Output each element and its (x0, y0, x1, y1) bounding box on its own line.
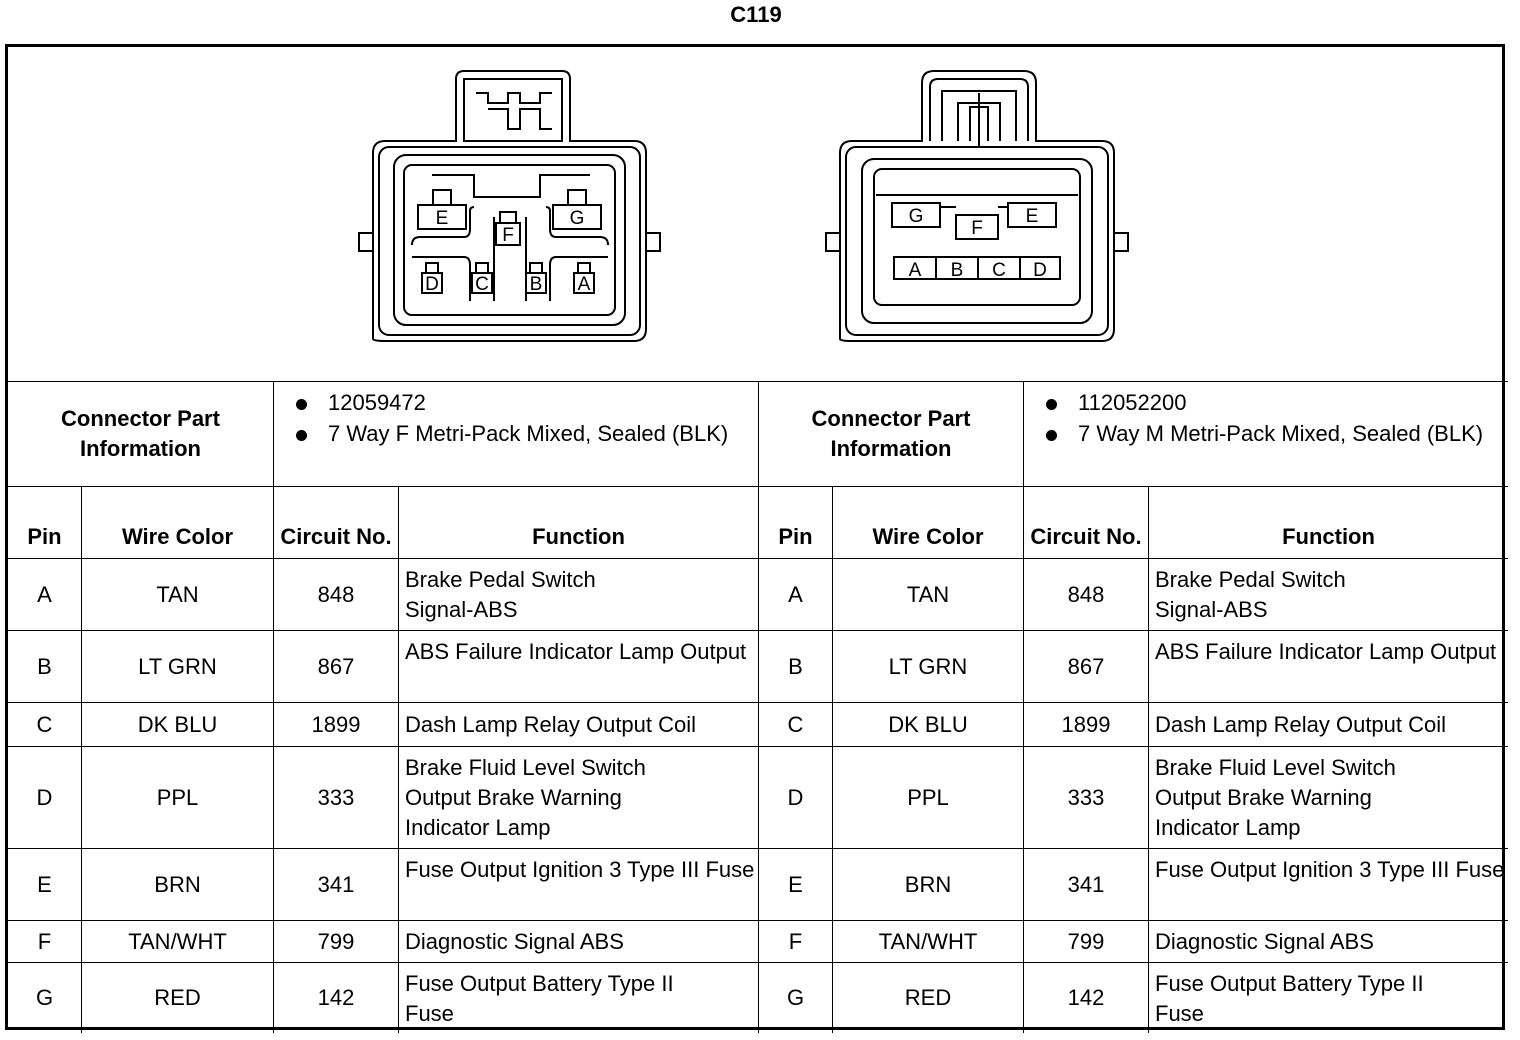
part-number: 112052200 (1024, 387, 1508, 418)
table-cell-color: RED (82, 963, 274, 1033)
table-cell-circuit: 867 (274, 631, 399, 703)
table-cell-pin: B (8, 631, 82, 703)
table-cell-pin: E (759, 849, 833, 921)
part-description: 7 Way M Metri-Pack Mixed, Sealed (BLK) (1024, 418, 1508, 449)
table-cell-pin: D (8, 747, 82, 849)
table-cell-function: Fuse Output Battery Type II Fuse (1155, 971, 1424, 1026)
table-cell-color: BRN (82, 849, 274, 921)
pin-label: F (971, 218, 983, 239)
table-cell-function: Dash Lamp Relay Output Coil (1149, 703, 1508, 747)
table-cell-function: Brake Fluid Level Switch Output Brake Wa… (1149, 747, 1508, 849)
male-pinout: Connector Part Information 112052200 7 W… (759, 381, 1508, 1033)
pin-label: C (475, 274, 489, 295)
pin-label: E (1026, 206, 1039, 227)
table-cell-function: Fuse Output Battery Type II Fuse (399, 963, 759, 1033)
header-function: Function (1149, 487, 1508, 559)
female-connector-face (358, 70, 661, 342)
header-function: Function (399, 487, 759, 559)
header-wire-color: Wire Color (82, 487, 274, 559)
table-cell-function: Brake Pedal Switch Signal-ABS (399, 559, 759, 631)
table-cell-pin: A (8, 559, 82, 631)
part-number: 12059472 (274, 387, 758, 418)
table-cell-circuit: 333 (274, 747, 399, 849)
table-cell-pin: E (8, 849, 82, 921)
header-pin: Pin (759, 487, 833, 559)
table-cell-color: BRN (833, 849, 1024, 921)
male-connector-face (825, 70, 1129, 342)
table-cell-circuit: 799 (1024, 921, 1149, 963)
table-cell-color: TAN (82, 559, 274, 631)
table-cell-function: Fuse Output Ignition 3 Type III Fuse (1149, 849, 1508, 921)
table-cell-function: Fuse Output Ignition 3 Type III Fuse (399, 849, 759, 921)
table-cell-color: PPL (82, 747, 274, 849)
table-cell-pin: G (8, 963, 82, 1033)
header-circuit: Circuit No. (1024, 487, 1149, 559)
table-cell-pin: A (759, 559, 833, 631)
pin-label: G (570, 208, 585, 229)
table-cell-color: TAN/WHT (833, 921, 1024, 963)
part-description: 7 Way F Metri-Pack Mixed, Sealed (BLK) (274, 418, 758, 449)
table-cell-pin: C (759, 703, 833, 747)
table-cell-circuit: 333 (1024, 747, 1149, 849)
table-cell-circuit: 848 (1024, 559, 1149, 631)
connector-frame: E F G D C B A (5, 44, 1508, 1033)
table-cell-function: ABS Failure Indicator Lamp Output (399, 631, 759, 703)
table-cell-color: RED (833, 963, 1024, 1033)
table-cell-pin: C (8, 703, 82, 747)
table-cell-function: Dash Lamp Relay Output Coil (399, 703, 759, 747)
pin-label: B (951, 260, 964, 281)
table-cell-circuit: 867 (1024, 631, 1149, 703)
table-cell-color: DK BLU (82, 703, 274, 747)
pin-label: D (1033, 260, 1047, 281)
table-cell-color: TAN (833, 559, 1024, 631)
header-wire-color: Wire Color (833, 487, 1024, 559)
table-cell-color: PPL (833, 747, 1024, 849)
table-cell-circuit: 799 (274, 921, 399, 963)
table-cell-color: LT GRN (833, 631, 1024, 703)
part-info-values: 12059472 7 Way F Metri-Pack Mixed, Seale… (274, 381, 759, 487)
header-pin: Pin (8, 487, 82, 559)
pin-label: B (530, 274, 543, 295)
table-cell-circuit: 142 (274, 963, 399, 1033)
table-cell-pin: G (759, 963, 833, 1033)
table-cell-function: Brake Fluid Level Switch Output Brake Wa… (399, 747, 759, 849)
table-cell-circuit: 142 (1024, 963, 1149, 1033)
table-cell-pin: D (759, 747, 833, 849)
table-cell-function: Diagnostic Signal ABS (1149, 921, 1508, 963)
pin-label: G (909, 206, 924, 227)
table-cell-circuit: 1899 (274, 703, 399, 747)
connector-diagram: E F G D C B A (8, 47, 1508, 381)
table-cell-color: LT GRN (82, 631, 274, 703)
page-title: C119 (730, 2, 782, 27)
pin-label: E (436, 208, 449, 229)
table-cell-function: Brake Pedal Switch Signal-ABS (1149, 559, 1508, 631)
pin-label: A (909, 260, 922, 281)
table-cell-color: TAN/WHT (82, 921, 274, 963)
pin-label: D (425, 274, 439, 295)
female-pinout: Connector Part Information 12059472 7 Wa… (8, 381, 759, 1033)
table-cell-circuit: 341 (1024, 849, 1149, 921)
table-cell-circuit: 848 (274, 559, 399, 631)
table-cell-color: DK BLU (833, 703, 1024, 747)
table-cell-function: Diagnostic Signal ABS (399, 921, 759, 963)
pinout-table: Connector Part Information 12059472 7 Wa… (8, 381, 1508, 1033)
table-cell-function: ABS Failure Indicator Lamp Output (1149, 631, 1508, 703)
pin-label: C (992, 260, 1006, 281)
part-info-label: Connector Part Information (759, 381, 1024, 487)
pin-label: F (502, 225, 514, 246)
part-info-values: 112052200 7 Way M Metri-Pack Mixed, Seal… (1024, 381, 1508, 487)
table-cell-pin: F (8, 921, 82, 963)
table-cell-pin: F (759, 921, 833, 963)
pin-label: A (578, 274, 591, 295)
table-cell-circuit: 1899 (1024, 703, 1149, 747)
header-circuit: Circuit No. (274, 487, 399, 559)
table-cell-pin: B (759, 631, 833, 703)
table-cell-circuit: 341 (274, 849, 399, 921)
part-info-label: Connector Part Information (8, 381, 274, 487)
